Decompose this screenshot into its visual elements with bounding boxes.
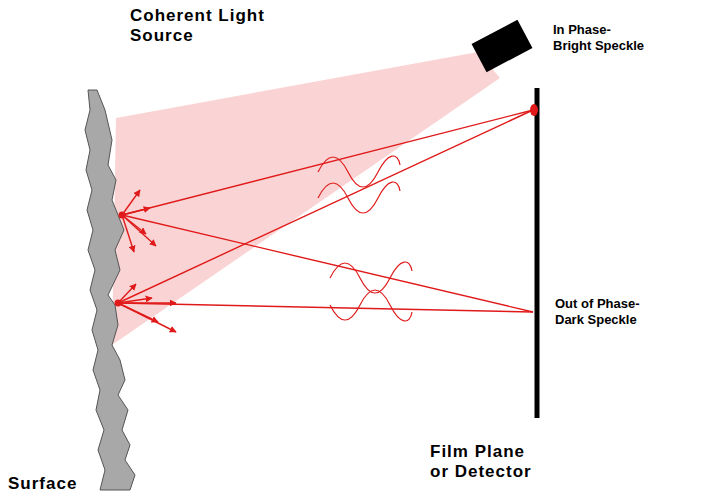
rays <box>118 110 533 312</box>
scatter-point <box>115 300 122 307</box>
source-label: Coherent Light Source <box>130 6 290 47</box>
detector-label: Film Plane or Detector <box>430 442 542 483</box>
scatter-point <box>119 212 126 219</box>
light-source <box>472 20 533 73</box>
film-plane <box>535 88 540 418</box>
wave-sketches <box>318 156 412 321</box>
scatter-arrows <box>118 190 176 332</box>
bright-speckle-label: In Phase- Bright Speckle <box>553 22 648 53</box>
bright-speckle <box>530 104 538 116</box>
light-beam <box>112 52 500 345</box>
dark-speckle-label: Out of Phase- Dark Speckle <box>555 296 655 327</box>
surface-label: Surface <box>8 474 128 494</box>
rough-surface <box>85 90 135 490</box>
